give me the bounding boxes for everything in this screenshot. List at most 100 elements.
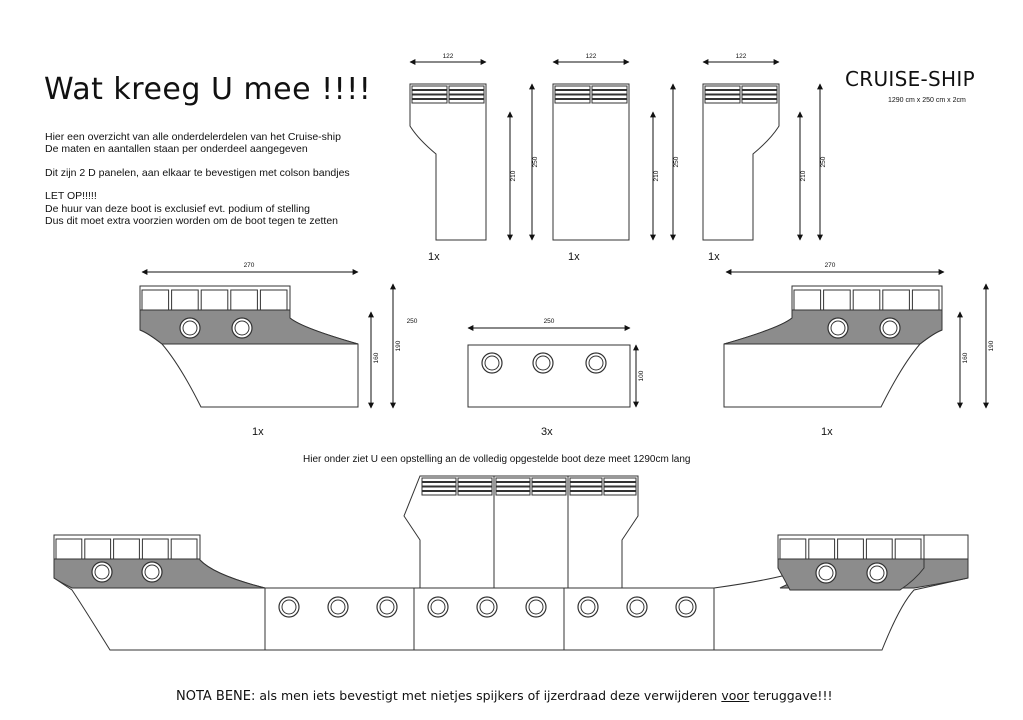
porthole-glass (818, 565, 834, 581)
tower-slat (554, 85, 591, 90)
nota-underlined: voor (721, 688, 750, 703)
tower-slat (457, 486, 493, 491)
porthole-glass (580, 599, 596, 615)
tower-slat (741, 90, 778, 95)
porthole-glass (528, 599, 544, 615)
warning-label: LET OP!!!!! (45, 190, 97, 203)
porthole-glass (678, 599, 694, 615)
mid-width-label: 250 (544, 318, 555, 325)
intro-text: Hier een overzicht van alle onderdelerde… (45, 131, 350, 227)
tower-slat (603, 482, 637, 487)
porthole-glass (330, 599, 346, 615)
stern-inner-height-label: 160 (962, 352, 969, 363)
tower-slat (704, 90, 741, 95)
tower-panel-left (409, 83, 487, 241)
tower-slat (569, 477, 603, 482)
tower-slat (448, 85, 485, 90)
intro-line: Dus dit moet extra voorzien worden om de… (45, 215, 339, 228)
tower-slat (591, 94, 628, 99)
mid-height-label: 100 (638, 370, 645, 381)
assembly-note: Hier onder ziet U een opstelling an de v… (303, 454, 691, 465)
nota-text-end: teruggave!!! (749, 688, 833, 703)
nota-bene: NOTA BENE: als men iets bevestigt met ni… (176, 688, 832, 704)
tower-slat (448, 90, 485, 95)
porthole-glass (535, 355, 551, 371)
intro-line: De maten en aantallen staan per onderdee… (45, 143, 308, 156)
tower-slat (531, 477, 567, 482)
tower-slat (603, 477, 637, 482)
tower-slat (603, 491, 637, 496)
railing-window (837, 538, 864, 560)
railing-window (882, 289, 910, 311)
porthole-glass (588, 355, 604, 371)
tower-slat (603, 486, 637, 491)
tower-slat (495, 486, 531, 491)
tower-slat (531, 482, 567, 487)
tower-slat (421, 491, 457, 496)
stern-quantity: 1x (821, 426, 833, 438)
tower-slat (411, 99, 448, 104)
porthole-glass (182, 320, 198, 336)
tower-slat (704, 85, 741, 90)
railing-window (259, 289, 288, 311)
porthole-glass (479, 599, 495, 615)
railing-window (852, 289, 881, 311)
tower-slat (569, 486, 603, 491)
bow-note: 250 (407, 318, 418, 325)
bow-width-label: 270 (244, 262, 255, 269)
stern-height-label: 190 (988, 340, 995, 351)
tower-inner-height-label: 210 (800, 170, 807, 181)
tower-slat (411, 85, 448, 90)
porthole-glass (869, 565, 885, 581)
railing-window (793, 289, 822, 311)
tower-slat (591, 90, 628, 95)
tower-slat (554, 90, 591, 95)
tower-slat (421, 477, 457, 482)
railing-window (200, 289, 229, 311)
nota-text: als men iets bevestigt met nietjes spijk… (255, 688, 722, 703)
tower-slat (741, 94, 778, 99)
assembled-tower-left (403, 475, 495, 589)
ship-dimensions: 1290 cm x 250 cm x 2cm (888, 97, 966, 104)
railing-window (55, 538, 83, 560)
assembled-stern-hull (777, 558, 925, 591)
porthole-glass (484, 355, 500, 371)
railing-window (141, 289, 170, 311)
tower-slat (591, 85, 628, 90)
mid-quantity: 3x (541, 426, 553, 438)
tower-slat (741, 99, 778, 104)
tower-panel-center (552, 83, 630, 241)
intro-line: Dit zijn 2 D panelen, aan elkaar te beve… (45, 166, 350, 179)
porthole-glass (430, 599, 446, 615)
porthole-glass (281, 599, 297, 615)
stern-width-label: 270 (825, 262, 836, 269)
tower-quantity: 1x (708, 251, 720, 263)
tower-slat (495, 482, 531, 487)
railing-window (865, 538, 893, 560)
porthole-glass (144, 564, 160, 580)
porthole-glass (830, 320, 846, 336)
porthole-glass (882, 320, 898, 336)
railing-window (823, 289, 851, 311)
tower-panel-right (702, 83, 780, 241)
tower-inner-height-label: 210 (653, 170, 660, 181)
tower-slat (704, 99, 741, 104)
tower-slat (554, 94, 591, 99)
tower-slat (457, 477, 493, 482)
tower-width-label: 122 (586, 53, 597, 60)
tower-width-label: 122 (736, 53, 747, 60)
railing-window (170, 538, 198, 560)
page-title: Wat kreeg U mee !!!! (44, 72, 372, 107)
tower-height-label: 250 (673, 156, 680, 167)
tower-slat (411, 90, 448, 95)
tower-quantity: 1x (568, 251, 580, 263)
tower-slat (569, 482, 603, 487)
tower-slat (531, 486, 567, 491)
tower-slat (704, 94, 741, 99)
intro-line: Hier een overzicht van alle onderdelerde… (45, 131, 341, 143)
porthole-glass (234, 320, 250, 336)
bow-height-label: 190 (395, 340, 402, 351)
railing-window (894, 538, 922, 560)
railing-window (141, 538, 169, 560)
